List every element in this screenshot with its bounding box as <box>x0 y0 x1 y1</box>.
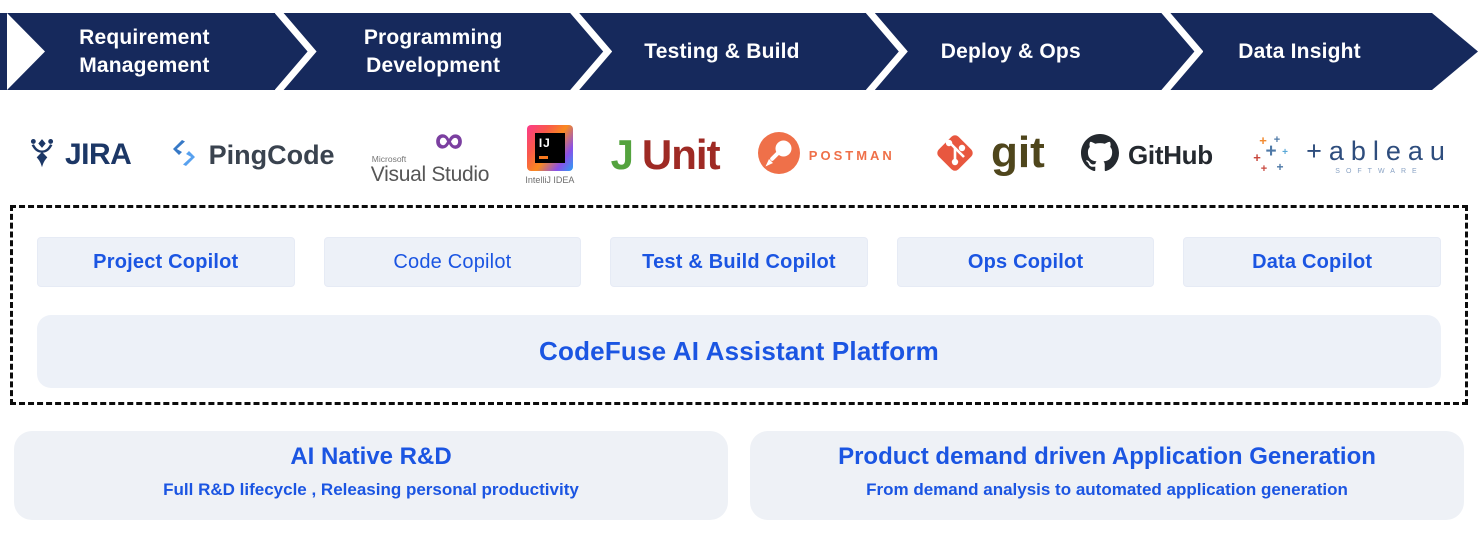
svg-text:+: + <box>1277 160 1284 174</box>
tool-logo-row: JIRA PingCode ∞ Microsoft Visual Studio … <box>0 115 1478 195</box>
stage-label: Requirement Management <box>79 26 210 77</box>
jira-logo: JIRA <box>28 138 132 173</box>
intellij-badge: IJ <box>534 133 565 163</box>
tableau-logo: + + + + + + + +ableau SOFTWARE <box>1249 131 1452 180</box>
intellij-icon: IJ <box>526 125 573 171</box>
visual-studio-wordmark: Visual Studio <box>370 163 490 187</box>
jira-icon <box>28 138 56 173</box>
svg-text:+: + <box>1261 163 1267 175</box>
git-wordmark: git <box>991 128 1045 177</box>
card-title: AI Native R&D <box>290 443 452 470</box>
jira-wordmark: JIRA <box>65 138 132 171</box>
pingcode-wordmark: PingCode <box>208 139 335 170</box>
git-icon <box>931 129 979 182</box>
svg-text:+: + <box>1259 133 1267 148</box>
svg-text:+: + <box>1253 150 1261 165</box>
stage-programming-development: Programming Development <box>289 13 578 90</box>
stage-label: Programming Development <box>363 26 503 77</box>
copilot-box-data: Data Copilot <box>1183 237 1441 287</box>
codefuse-dashed-frame: Project Copilot Code Copilot Test & Buil… <box>10 205 1468 405</box>
tableau-software-label: SOFTWARE <box>1335 167 1423 175</box>
tableau-icon: + + + + + + + <box>1249 131 1293 180</box>
intellij-caption: IntelliJ IDEA <box>525 175 575 185</box>
tableau-wordmark: +ableau <box>1306 135 1452 166</box>
copilot-box-ops: Ops Copilot <box>896 237 1155 287</box>
card-subtitle: Full R&D lifecycle , Releasing personal … <box>163 480 579 499</box>
microsoft-label: Microsoft <box>371 153 407 164</box>
pingcode-icon <box>168 137 200 174</box>
stage-requirement-management: Requirement Management <box>0 13 289 90</box>
github-octocat-icon <box>1081 133 1119 177</box>
pingcode-logo: PingCode <box>168 137 335 174</box>
svg-text:+: + <box>1274 134 1280 146</box>
lifecycle-banner: Requirement Management Programming Devel… <box>0 13 1478 90</box>
stage-label: Deploy & Ops <box>940 39 1081 63</box>
banner-arrow-shape <box>0 13 1478 90</box>
platform-bar: CodeFuse AI Assistant Platform <box>37 315 1441 388</box>
outcome-cards: AI Native R&D Full R&D lifecycle , Relea… <box>14 431 1464 520</box>
stage-label: Data Insight <box>1238 39 1361 63</box>
outcome-card-ai-native-rd: AI Native R&D Full R&D lifecycle , Relea… <box>14 431 728 520</box>
intellij-dash <box>538 156 548 159</box>
copilot-box-code: Code Copilot <box>323 237 582 287</box>
visual-studio-logo: ∞ Microsoft Visual Studio <box>370 117 490 187</box>
svg-text:+: + <box>1282 147 1288 158</box>
github-logo: GitHub <box>1081 133 1213 177</box>
copilot-box-project: Project Copilot <box>37 237 295 287</box>
postman-logo: POSTMAN <box>756 130 895 181</box>
git-logo: git <box>931 129 1045 182</box>
visual-studio-infinity-icon: ∞ <box>434 117 464 162</box>
copilot-box-test-build: Test & Build Copilot <box>610 237 868 287</box>
card-subtitle: From demand analysis to automated applic… <box>866 480 1348 499</box>
junit-wordmark-j: J <box>610 131 634 178</box>
outcome-card-app-generation: Product demand driven Application Genera… <box>750 431 1464 520</box>
card-title: Product demand driven Application Genera… <box>838 443 1376 470</box>
stage-deploy-ops: Deploy & Ops <box>866 13 1155 90</box>
intellij-logo: IJ IntelliJ IDEA <box>525 125 574 185</box>
copilot-row: Project Copilot Code Copilot Test & Buil… <box>37 237 1441 287</box>
stage-testing-build: Testing & Build <box>578 13 867 90</box>
svg-text:+: + <box>1266 141 1277 162</box>
junit-wordmark-unit: Unit <box>641 131 721 178</box>
stage-data-insight: Data Insight <box>1155 13 1478 90</box>
stage-label: Testing & Build <box>644 39 800 63</box>
postman-wordmark: POSTMAN <box>808 147 895 163</box>
postman-icon <box>756 130 802 181</box>
github-wordmark: GitHub <box>1128 139 1213 170</box>
